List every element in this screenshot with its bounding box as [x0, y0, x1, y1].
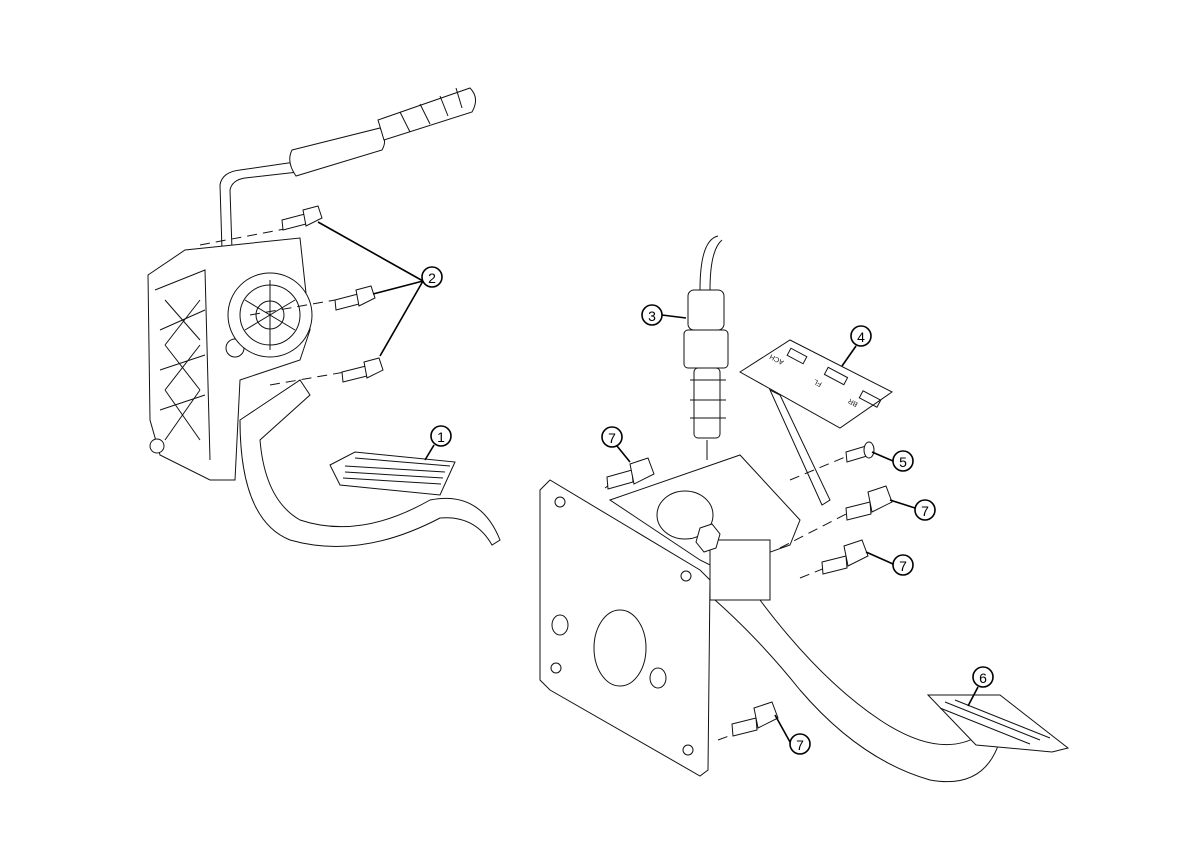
svg-text:3: 3: [648, 308, 656, 324]
svg-text:1: 1: [437, 429, 445, 445]
bracket-label-br: BR: [847, 397, 859, 408]
svg-text:7: 7: [899, 558, 907, 574]
svg-text:2: 2: [428, 270, 436, 286]
pivot-nut: [695, 523, 721, 553]
brake-light-switch: [687, 289, 725, 331]
bolt-7c: [821, 539, 869, 575]
accelerator-pedal-assembly: [147, 87, 501, 547]
callout-7-top: 7: [601, 426, 623, 448]
callout-2: 2: [421, 266, 443, 288]
pushrod-hole: [593, 609, 647, 687]
bolt-2c: [341, 357, 384, 383]
bracket-label-fl: FL: [813, 377, 824, 387]
electrical-connector: [377, 87, 476, 141]
accelerator-pedal-arm: [239, 379, 501, 547]
callout-6: 6: [972, 666, 994, 688]
sensor-cable: [219, 161, 296, 251]
callout-7-right-lower: 7: [892, 554, 914, 576]
svg-text:7: 7: [921, 503, 929, 519]
bolt-7d: [731, 701, 779, 737]
bolt-7b: [845, 485, 893, 521]
leader-lines: [317, 221, 979, 743]
brake-pedal-assembly: ACH FL BR: [539, 235, 1070, 783]
svg-text:4: 4: [857, 329, 865, 345]
callout-1: 1: [430, 425, 452, 447]
svg-text:7: 7: [608, 430, 616, 446]
bolt-2a: [281, 205, 323, 231]
brake-pedal-arm: [713, 599, 1001, 783]
bolt-5: [845, 441, 875, 463]
svg-text:5: 5: [899, 454, 907, 470]
pivot-tube: [709, 539, 771, 601]
pedal-housing: [147, 237, 311, 481]
svg-text:7: 7: [796, 737, 804, 753]
bolt-7a: [606, 457, 655, 490]
bolt-2b: [334, 285, 376, 311]
callout-3: 3: [641, 304, 663, 326]
callout-7-bottom: 7: [789, 733, 811, 755]
svg-text:6: 6: [979, 670, 987, 686]
callout-4: 4: [850, 325, 872, 347]
callout-5: 5: [892, 450, 914, 472]
sensor-bracket: [739, 339, 893, 429]
cable-sleeve: [289, 127, 386, 177]
accelerator-pedal-pad: [329, 451, 456, 496]
callout-7-right-upper: 7: [914, 499, 936, 521]
switch-cable: [699, 235, 719, 291]
